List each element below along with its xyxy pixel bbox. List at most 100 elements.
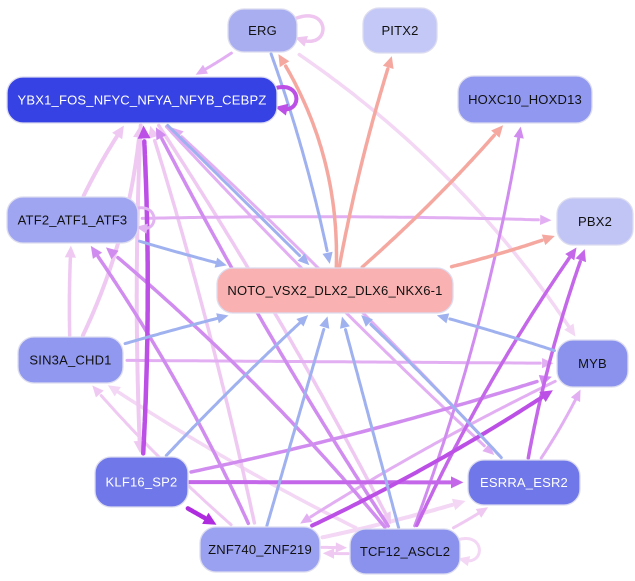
node-MYB-box[interactable] (556, 339, 629, 388)
node-PBX2-box[interactable] (556, 197, 634, 246)
edge-MYB-NOTO-arrowhead (436, 313, 450, 324)
edge-ESRRA-PBX2 (526, 260, 582, 460)
node-ZNF740-box[interactable] (199, 526, 321, 573)
edge-YBX1-TCF12-arrowhead (380, 511, 392, 525)
edge-ESRRA-MYB (539, 398, 577, 460)
edge-ATF2-NOTO (138, 239, 218, 265)
edge-ZNF740-MYB-arrowhead (539, 390, 553, 402)
node-PITX2[interactable]: PITX2 (362, 7, 438, 54)
edge-ESRRA-PBX2-arrowhead (575, 249, 586, 263)
node-MYB-label: MYB (578, 356, 607, 371)
edge-ESRRA-MYB-arrowhead (570, 389, 581, 402)
node-ERG-box[interactable] (227, 8, 298, 53)
node-ERG-label: ERG (248, 23, 277, 38)
node-ESRRA[interactable]: ESRRA_ESR2 (467, 459, 581, 506)
edge-SIN3A-ATF2 (67, 256, 73, 338)
node-HOXC10-box[interactable] (457, 75, 593, 124)
node-ZNF740[interactable]: ZNF740_ZNF219 (199, 526, 321, 573)
edge-ATF2-PBX2 (140, 215, 540, 222)
edge-ESRRA-NOTO-arrowhead (361, 315, 373, 327)
node-MYB[interactable]: MYB (556, 339, 629, 388)
self-loop-ERG (291, 14, 325, 44)
edge-ZNF740-ATF2-arrowhead (90, 245, 103, 259)
edge-KLF16-YBX1-arrowhead (137, 125, 151, 139)
edge-TCF12-ESRRA (452, 511, 480, 530)
node-YBX1[interactable]: YBX1_FOS_NFYC_NFYA_NFYB_CEBPZ (6, 76, 278, 124)
edge-YBX1-NOTO-arrowhead (297, 253, 310, 266)
edge-NOTO-HOXC10-arrowhead (491, 125, 504, 138)
node-NOTO[interactable]: NOTO_VSX2_DLX2_DLX6_NKX6-1 (216, 267, 454, 314)
self-loop-ATF2 (132, 206, 156, 230)
node-TCF12-label: TCF12_ASCL2 (360, 544, 450, 559)
edge-ZNF740-NOTO (265, 327, 326, 528)
edge-NOTO-ERG (283, 64, 339, 269)
edge-SIN3A-ATF2-arrowhead (64, 245, 76, 258)
self-loop-ATF2-arrowhead (136, 223, 148, 234)
edge-YBX1-TCF12 (157, 123, 387, 515)
edge-TCF12-YBX1 (160, 137, 390, 528)
edge-ERG-NOTO-arrowhead (322, 251, 333, 264)
edge-ZNF740-SIN3A-arrowhead (92, 385, 104, 398)
edge-ERG-YBX1 (204, 51, 233, 71)
node-SIN3A[interactable]: SIN3A_CHD1 (17, 336, 124, 384)
node-KLF16[interactable]: KLF16_SP2 (94, 456, 189, 508)
edge-TCF12-PBX2-arrowhead (565, 247, 577, 261)
self-loop-YBX1-arrowhead (275, 103, 289, 116)
node-HOXC10[interactable]: HOXC10_HOXD13 (457, 75, 593, 124)
node-ESRRA-label: ESRRA_ESR2 (480, 475, 568, 490)
edge-SIN3A-NOTO (123, 316, 219, 346)
node-PBX2[interactable]: PBX2 (556, 197, 634, 246)
edge-TCF12-ESRRA-arrowhead (475, 507, 489, 518)
node-PBX2-label: PBX2 (578, 214, 612, 229)
edge-KLF16-ESRRA-arrowhead (451, 476, 464, 489)
edge-TCF12-PBX2 (415, 256, 572, 528)
node-TCF12[interactable]: TCF12_ASCL2 (349, 528, 461, 575)
node-YBX1-box[interactable] (6, 76, 278, 124)
edge-ERG-YBX1-arrowhead (195, 64, 208, 75)
node-ERG[interactable]: ERG (227, 8, 298, 53)
edge-TCF12-ZNF740-arrowhead (322, 548, 335, 559)
edge-TCF12-NOTO-arrowhead (340, 316, 350, 329)
edge-ATF2-YBX1 (81, 134, 119, 198)
node-ATF2[interactable]: ATF2_ATF1_ATF3 (6, 196, 139, 244)
node-PITX2-label: PITX2 (381, 23, 418, 38)
edge-KLF16-NOTO (164, 321, 302, 457)
node-NOTO-label: NOTO_VSX2_DLX2_DLX6_NKX6-1 (227, 283, 442, 298)
edge-KLF16-ZNF740 (185, 506, 207, 521)
node-ZNF740-label: ZNF740_ZNF219 (208, 542, 312, 557)
edge-NOTO-ERG-arrowhead (278, 54, 290, 68)
edge-NOTO-PBX2-arrowhead (541, 234, 555, 246)
node-SIN3A-label: SIN3A_CHD1 (29, 353, 111, 368)
node-KLF16-label: KLF16_SP2 (106, 475, 178, 490)
self-loop-ERG-arrowhead (295, 36, 308, 47)
edge-YBX1-ESRRA-arrowhead (482, 443, 495, 455)
node-TCF12-box[interactable] (349, 528, 461, 575)
edge-ZNF740-ATF2 (96, 254, 251, 526)
edge-ZNF740-TCF12-arrowhead (335, 542, 347, 553)
edge-TCF12-YBX1-arrowhead (155, 127, 167, 141)
edge-TCF12-SIN3A-arrowhead (107, 385, 121, 397)
self-loop-YBX1 (271, 85, 299, 112)
node-ATF2-box[interactable] (6, 196, 139, 244)
node-YBX1-label: YBX1_FOS_NFYC_NFYA_NFYB_CEBPZ (17, 93, 266, 108)
node-SIN3A-box[interactable] (17, 336, 124, 384)
edge-NOTO-PITX2-arrowhead (382, 56, 394, 69)
node-ESRRA-box[interactable] (467, 459, 581, 506)
edge-KLF16-ZNF740-arrowhead (202, 512, 217, 525)
edge-YBX1-KLF16 (134, 123, 143, 443)
edges-layer (64, 14, 586, 567)
edge-TCF12-NOTO (344, 328, 401, 530)
node-ATF2-label: ATF2_ATF1_ATF3 (18, 213, 128, 228)
edge-KLF16-NOTO-arrowhead (296, 315, 309, 327)
node-PITX2-box[interactable] (362, 7, 438, 54)
node-KLF16-box[interactable] (94, 456, 189, 508)
node-HOXC10-label: HOXC10_HOXD13 (468, 92, 582, 107)
node-NOTO-box[interactable] (216, 267, 454, 314)
edge-TCF12-HOXC10-arrowhead (513, 126, 524, 139)
edge-ERG-MYB-arrowhead (564, 323, 576, 337)
edge-KLF16-YBX1 (140, 139, 151, 456)
edge-ATF2-PBX2-arrowhead (540, 214, 552, 225)
edge-ZNF740-MYB (310, 395, 545, 528)
